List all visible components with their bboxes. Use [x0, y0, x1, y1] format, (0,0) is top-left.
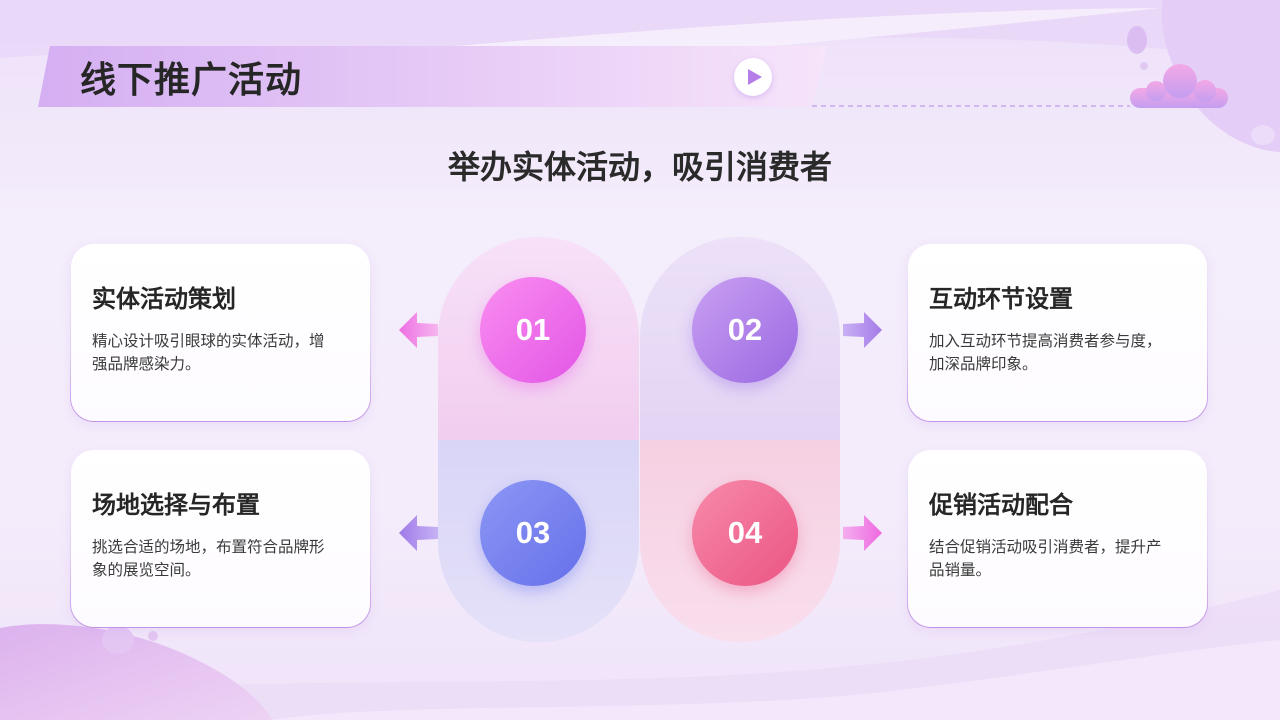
card-title: 促销活动配合	[929, 492, 1073, 519]
card-description: 加入互动环节提高消费者参与度，加深品牌印象。	[929, 333, 1162, 373]
play-icon	[747, 69, 762, 85]
arrow-right-icon	[843, 312, 882, 348]
top-right-blob	[1161, 0, 1280, 152]
card-description: 结合促销活动吸引消费者，提升产品销量。	[929, 539, 1162, 579]
step-number-badge-2: 02	[692, 277, 798, 383]
step-number: 03	[515, 515, 551, 550]
cloud-icon	[1130, 64, 1228, 108]
bubble	[148, 631, 158, 641]
step-number: 01	[515, 312, 551, 347]
arrow-left-icon	[399, 515, 438, 551]
step-number-badge-4: 04	[692, 480, 798, 586]
step-number-badge-1: 01	[480, 277, 586, 383]
card-title: 实体活动策划	[92, 286, 236, 313]
step-card-4: 促销活动配合 结合促销活动吸引消费者，提升产品销量。	[907, 449, 1208, 628]
bubble	[1127, 26, 1147, 54]
step-number-badge-3: 03	[480, 480, 586, 586]
step-card-3: 场地选择与布置 挑选合适的场地，布置符合品牌形象的展览空间。	[70, 449, 371, 628]
card-title: 场地选择与布置	[92, 492, 260, 519]
card-description: 挑选合适的场地，布置符合品牌形象的展览空间。	[92, 539, 325, 579]
bubble	[102, 626, 134, 654]
step-card-2: 互动环节设置 加入互动环节提高消费者参与度，加深品牌印象。	[907, 243, 1208, 422]
arrow-left-icon	[399, 312, 438, 348]
step-card-1: 实体活动策划 精心设计吸引眼球的实体活动，增强品牌感染力。	[70, 243, 371, 422]
bubble	[1140, 62, 1148, 70]
subtitle: 举办实体活动，吸引消费者	[447, 149, 832, 185]
header-band	[38, 46, 828, 107]
bubble	[1251, 125, 1275, 145]
page-title: 线下推广活动	[80, 59, 303, 100]
bottom-left-blob	[0, 624, 272, 720]
play-button[interactable]	[734, 58, 772, 96]
card-description: 精心设计吸引眼球的实体活动，增强品牌感染力。	[92, 333, 325, 373]
step-number: 02	[727, 312, 763, 347]
arrow-right-icon	[843, 515, 882, 551]
step-number: 04	[727, 515, 763, 550]
card-title: 互动环节设置	[929, 286, 1073, 313]
bottom-light-wave	[272, 640, 1280, 720]
